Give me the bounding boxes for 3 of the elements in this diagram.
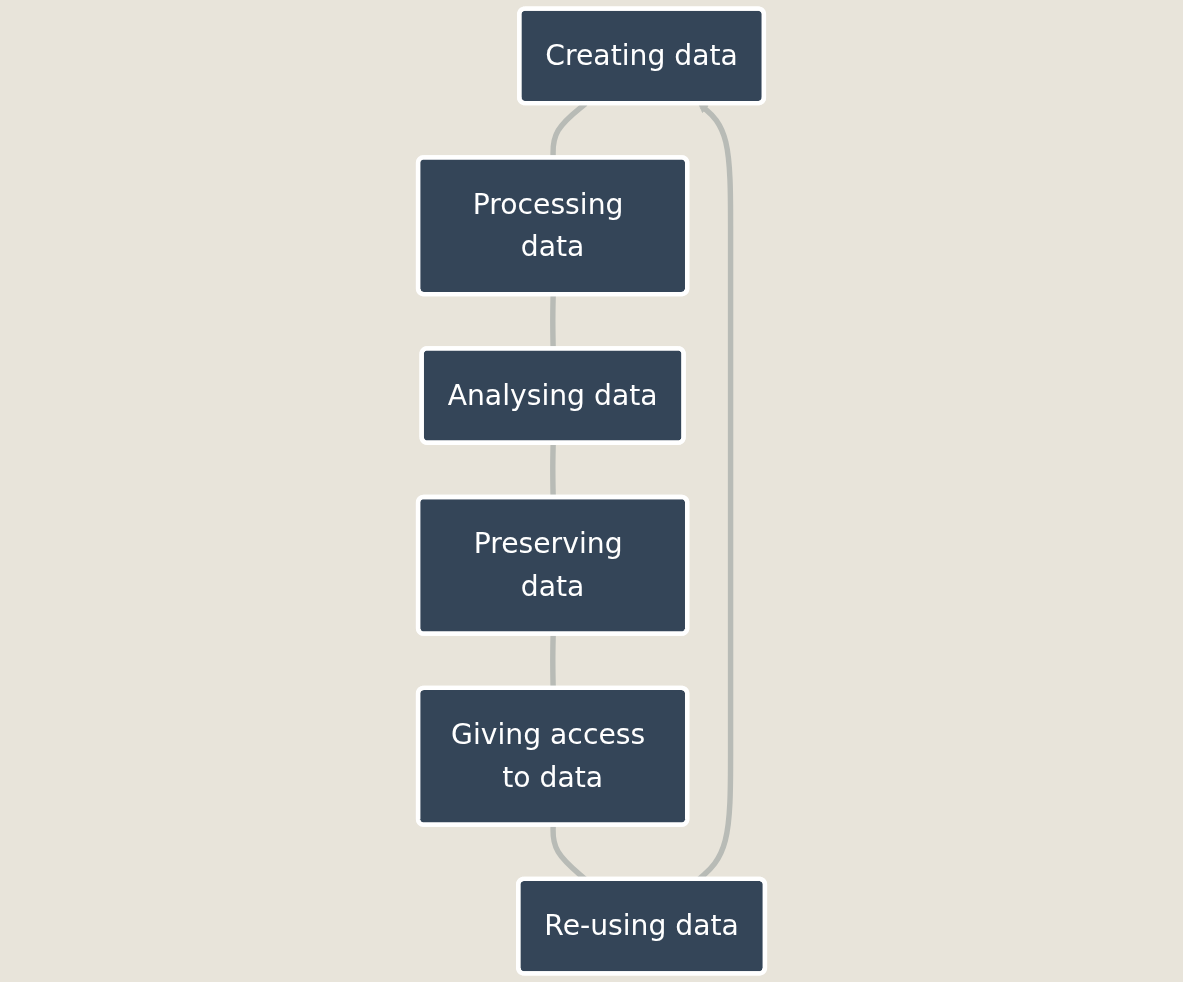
connector (550, 443, 556, 498)
connector (550, 294, 556, 349)
connector (550, 634, 556, 689)
